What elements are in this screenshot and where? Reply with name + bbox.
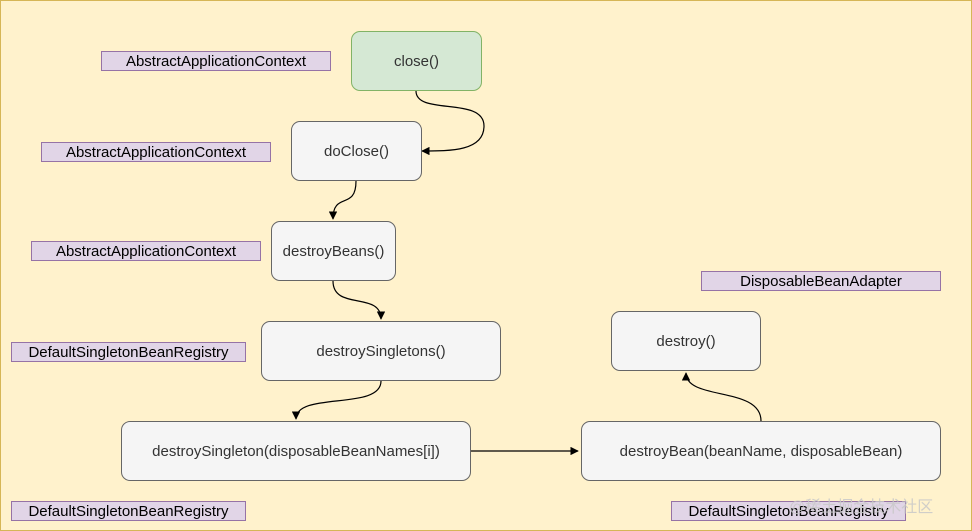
label-destroybean-class: DefaultSingletonBeanRegistry	[671, 501, 906, 521]
label-destroy-class: DisposableBeanAdapter	[701, 271, 941, 291]
node-destroybeans: destroyBeans()	[271, 221, 396, 281]
edge-destroybeans-to-destroysingletons	[332, 280, 386, 320]
node-doclose: doClose()	[291, 121, 422, 181]
watermark: @稀土掘金技术社区	[789, 499, 934, 516]
node-destroysingleton: destroySingleton(disposableBeanNames[i])	[121, 421, 471, 481]
edge-destroybean-to-destroy	[681, 372, 762, 422]
edge-destroysingletons-to-destroysingleton	[291, 380, 382, 420]
node-destroybean: destroyBean(beanName, disposableBean)	[581, 421, 941, 481]
label-destroysingleton-class: DefaultSingletonBeanRegistry	[11, 501, 246, 521]
edge-doclose-to-destroybeans	[328, 180, 357, 220]
node-destroy: destroy()	[611, 311, 761, 371]
node-close: close()	[351, 31, 482, 91]
edge-close-to-doclose	[415, 90, 485, 156]
label-doclose-class: AbstractApplicationContext	[41, 142, 271, 162]
label-destroysingletons-class: DefaultSingletonBeanRegistry	[11, 342, 246, 362]
label-close-class: AbstractApplicationContext	[101, 51, 331, 71]
label-destroybeans-class: AbstractApplicationContext	[31, 241, 261, 261]
node-destroysingletons: destroySingletons()	[261, 321, 501, 381]
